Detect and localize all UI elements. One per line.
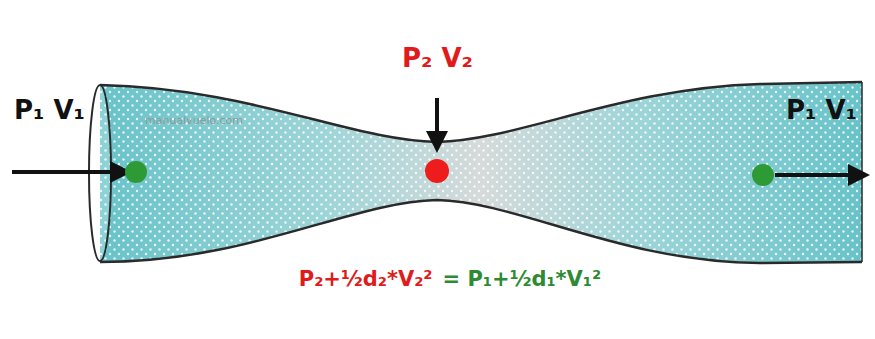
pressure-velocity-label: P₁ V₁ xyxy=(786,96,857,125)
venturi-tube xyxy=(89,75,870,275)
measure-points xyxy=(125,159,774,186)
pressure-velocity-label: P₁ V₁ xyxy=(14,96,85,125)
flow-arrows xyxy=(12,98,870,186)
watermark: manualvuelo.com xyxy=(145,115,243,127)
equation-part: P₂+½d₂*V₂² xyxy=(299,268,433,291)
equation-part: = P₁+½d₁*V₁² xyxy=(443,268,602,291)
pressure-velocity-label: P₂ V₂ xyxy=(402,44,473,73)
